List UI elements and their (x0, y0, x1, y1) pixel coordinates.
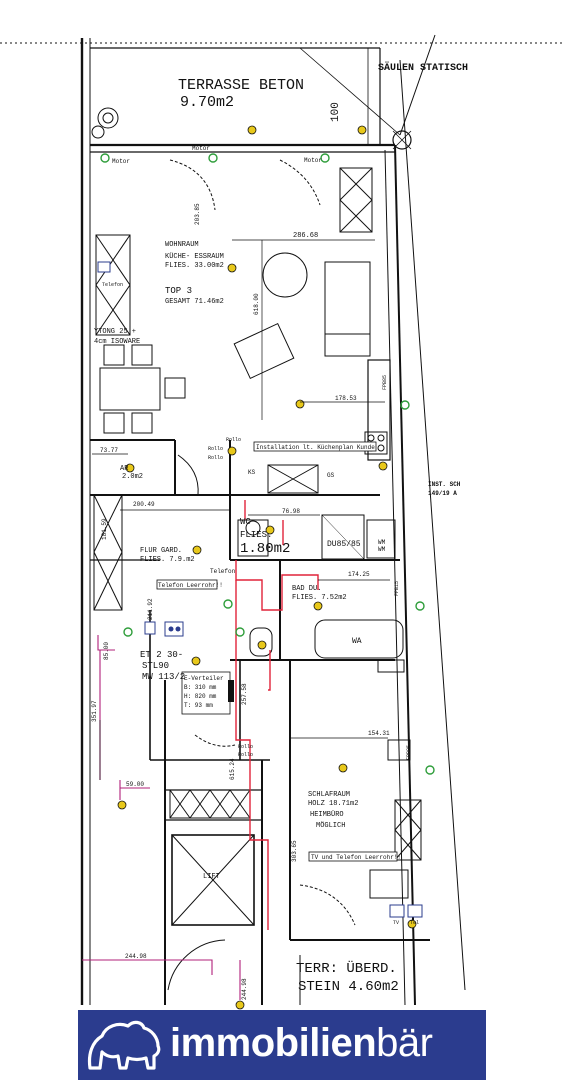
verteiler-box (181, 671, 231, 715)
rollo-3: Rollo (208, 455, 223, 461)
unit-total: GESAMT 71.46m2 (165, 298, 224, 306)
dim-73: 73.77 (100, 447, 118, 454)
dim-200: 200.49 (133, 501, 155, 508)
ks-label: KS (248, 469, 256, 476)
wc-area: 1.80m2 (240, 541, 290, 557)
rollo-2: Rollo (208, 446, 223, 452)
lift-label: LIFT (203, 873, 220, 881)
terrace-bottom-area: STEIN 4.60m2 (298, 979, 399, 995)
tv-note: TV und Telefon Leerrohr!! (311, 854, 401, 861)
bear-logo-icon (87, 1020, 161, 1070)
et-3: MW 113/2 (142, 672, 185, 682)
terrace-top-area: 9.70m2 (180, 94, 234, 111)
telefon-2: Telefon (210, 568, 236, 575)
fpb-1: FPB85 (382, 375, 388, 390)
furniture (91, 107, 422, 991)
brand-prefix: immobilien (170, 1021, 377, 1065)
living-name: WOHNRAUM (165, 241, 199, 249)
kitchen-note: Installation lt. Küchenplan Kunde (256, 444, 375, 451)
brand-banner: immobilienbär (78, 1010, 486, 1080)
motor-1: Motor (112, 158, 130, 165)
rollo-4: Rollo (238, 744, 253, 750)
telefon-1: Telefon (102, 282, 123, 288)
dim-178: 178.53 (335, 395, 357, 402)
bedroom-floor: HOLZ 18.71m2 (308, 800, 358, 808)
brand-name: immobilienbär (170, 1020, 433, 1066)
brand-suffix: bär (376, 1021, 433, 1065)
dim-244: 244.98 (125, 953, 147, 960)
bad-floor: FLIES. 7.52m2 (292, 594, 347, 602)
et-1: ET 2 30- (140, 650, 183, 660)
bad-name: BAD DU. (292, 585, 321, 593)
dimension-lines (92, 239, 390, 780)
ytong-2: 4cm ISOWARE (94, 338, 140, 346)
verteiler-3: H: 820 mm (184, 693, 217, 700)
dim-615: 615.24 (229, 758, 236, 780)
outer-walls (80, 34, 466, 1006)
bedroom-note1: HEIMBÜRO (310, 810, 344, 819)
wc-floor: FLIES. (240, 530, 272, 540)
dim-59: 59.00 (126, 781, 144, 788)
wm-label-1: WM (378, 539, 386, 546)
verteiler-2: B: 310 mm (184, 684, 217, 691)
motor-3: Motor (304, 157, 322, 164)
dim-181: 181.59 (101, 518, 108, 540)
dim-85: 85.00 (103, 642, 110, 660)
tele-tel: Tel (410, 920, 419, 926)
dim-211: 211.92 (147, 598, 154, 620)
dim-303: 303.65 (291, 840, 298, 862)
dim-618: 618.00 (253, 293, 260, 315)
verteiler-4: T: 93 mm (184, 702, 213, 709)
electrical-symbols (97, 125, 435, 1018)
unit-name: TOP 3 (165, 286, 192, 296)
wa-label: WA (352, 637, 362, 646)
dim-257: 257.58 (241, 683, 248, 705)
inst-2: 149/19 A (428, 490, 457, 497)
terrace-top-name: TERRASSE BETON (178, 77, 304, 94)
inst-1: INST. SCH (428, 481, 461, 488)
bedroom-name: SCHLAFRAUM (308, 791, 350, 799)
dim-174: 174.25 (348, 571, 370, 578)
fpb-3: FPB85 (406, 745, 412, 760)
dim-100: 100 (330, 102, 342, 122)
wc-name: WC (240, 517, 251, 527)
living-sub: KÜCHE- ESSRAUM (165, 252, 224, 261)
dim-286: 286.68 (293, 232, 318, 240)
plan-labels: TERRASSE BETON 9.70m2 SÄULEN STATISCH 10… (91, 61, 468, 1000)
electrical-lines (82, 500, 319, 1000)
living-floor: FLIES. 33.00m2 (165, 262, 224, 270)
dim-154: 154.31 (368, 730, 390, 737)
columns-note: SÄULEN STATISCH (378, 61, 468, 74)
terrace-bottom-name: TERR: ÜBERD. (296, 959, 397, 977)
gs-label: GS (327, 472, 335, 479)
dim-76: 76.98 (282, 508, 300, 515)
du-label: DU85/85 (327, 540, 361, 549)
flur-name: FLUR GARD. (140, 547, 182, 555)
verteiler-1: E-Verteiler (184, 675, 224, 682)
et-2: STL90 (142, 661, 169, 671)
dim-244-b: 244.98 (241, 978, 248, 1000)
wm-label-2: WM (378, 546, 386, 553)
telefon-leer-1: Telefon Leerrohr!! (158, 582, 223, 589)
fpb-2: FPB15 (394, 581, 400, 596)
dim-203: 203.85 (194, 203, 201, 225)
interior-walls (90, 439, 430, 1005)
dim-351: 351.97 (91, 700, 98, 722)
rollo-1: Rollo (226, 437, 241, 443)
motor-2: Motor (192, 145, 210, 152)
flur-floor: FLIES. 7.9.m2 (140, 556, 195, 564)
tele-tv: TV (393, 920, 399, 926)
ytong-1: YTONG 25 + (94, 328, 136, 336)
ar-name: AR (120, 465, 129, 473)
rollo-5: Rollo (238, 752, 253, 758)
bedroom-note2: MÖGLICH (316, 821, 345, 830)
ar-area: 2.0m2 (122, 473, 143, 481)
